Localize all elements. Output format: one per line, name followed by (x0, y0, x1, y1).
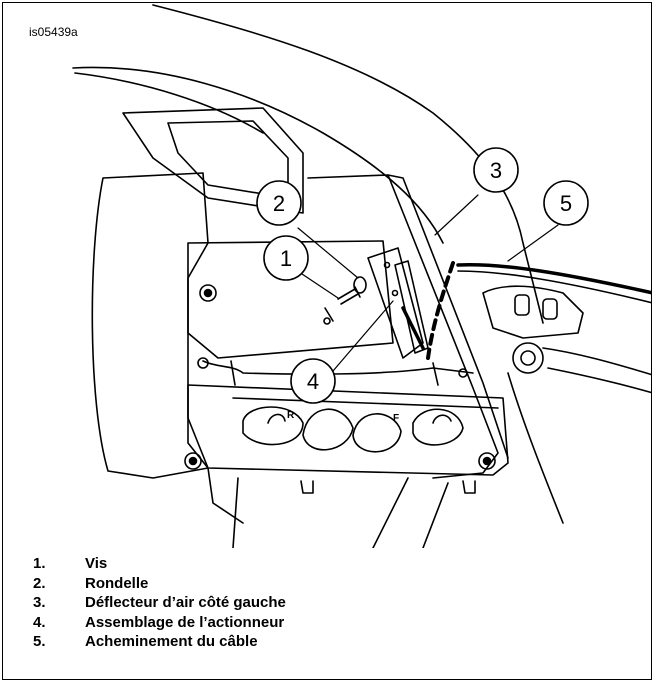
callout-1: 1 (263, 235, 309, 281)
legend-number: 5. (33, 633, 46, 650)
svg-text:1: 1 (280, 246, 292, 271)
lower-crossmember (187, 384, 509, 476)
lamp-housing (91, 172, 209, 479)
fork-clamp (482, 285, 584, 339)
legend-text: Vis (85, 555, 108, 572)
plate-slot (324, 307, 334, 322)
svg-text:4: 4 (307, 369, 319, 394)
washer (353, 276, 367, 294)
screw (337, 286, 361, 305)
fairing-outline (152, 4, 544, 324)
legend-item: 3. Déflecteur d’air côté gauche (33, 594, 633, 614)
cutout-3 (352, 413, 402, 453)
callout-2: 2 (256, 180, 302, 226)
clamp-slot-1 (514, 294, 530, 316)
callout-4: 4 (290, 358, 336, 404)
air-deflector-face (387, 174, 509, 459)
legend-text: Déflecteur d’air côté gauche (85, 594, 286, 611)
upper-bracket (122, 107, 304, 214)
crossmember-screw-left (184, 452, 202, 470)
cutout-1 (242, 406, 304, 446)
actuator-bracket (367, 247, 424, 359)
legend-number: 1. (33, 555, 46, 572)
plate-screw-left (199, 284, 217, 302)
svg-text:3: 3 (490, 158, 502, 183)
lamp-housing-inner (207, 467, 244, 524)
legend-item: 2. Rondelle (33, 575, 633, 595)
clamp-slot-2 (542, 298, 558, 320)
legend-number: 3. (33, 594, 46, 611)
legend-item: 1. Vis (33, 555, 633, 575)
legend-text: Rondelle (85, 574, 149, 592)
legend-number: 4. (33, 613, 46, 631)
mounting-plate (187, 240, 394, 359)
legend-item: 4. Assemblage de l’actionneur (33, 614, 633, 634)
svg-text:2: 2 (273, 191, 285, 216)
fairing-inner-curve (72, 66, 444, 244)
actuator-cable-stub (401, 306, 425, 350)
cable-route-dashed (426, 261, 455, 360)
crossmember-screw-right (478, 452, 496, 470)
embossed-letter-r: R (287, 410, 295, 421)
legend: 1. Vis 2. Rondelle 3. Déflecteur d’air c… (33, 555, 633, 653)
figure-id: is05439a (29, 25, 78, 39)
air-deflector (307, 174, 499, 479)
legend-number: 2. (33, 574, 46, 592)
cutout-2 (302, 408, 354, 451)
technical-illustration: R F 1 2 3 4 (72, 4, 651, 548)
cable-route (456, 263, 651, 295)
cutout-4 (412, 408, 464, 446)
fairing-inner-curve-2 (74, 72, 264, 134)
svg-text:5: 5 (560, 191, 572, 216)
callout-5: 5 (543, 180, 589, 226)
legend-text: Acheminement du câble (85, 633, 258, 650)
actuator-body (394, 260, 429, 354)
embossed-letter-f: F (393, 413, 399, 424)
legend-item: 5. Acheminement du câble (33, 633, 633, 653)
legend-text: Assemblage de l’actionneur (85, 613, 285, 631)
fork-bolt (512, 342, 544, 374)
callout-3: 3 (473, 147, 519, 193)
